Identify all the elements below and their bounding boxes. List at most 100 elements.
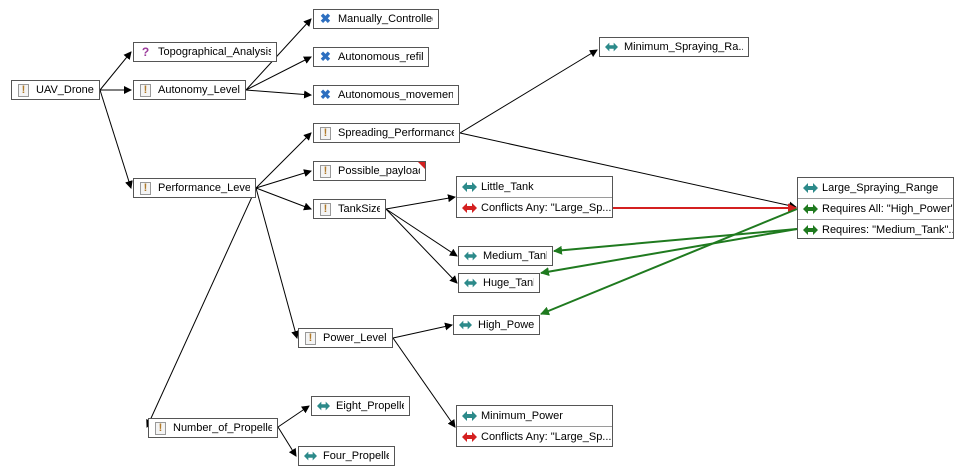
- constraint-label: Conflicts Any: "Large_Sp...: [481, 431, 612, 443]
- feature-label: Huge_Tank: [483, 277, 534, 289]
- x-icon: ✖: [320, 49, 331, 64]
- feature-number-of-propeller[interactable]: ! Number_of_Propeller: [148, 418, 278, 438]
- double-arrow-icon: [462, 181, 477, 194]
- constraint-row[interactable]: Requires: "Medium_Tank"...: [798, 219, 953, 240]
- edge-requires-highpower: [540, 208, 798, 316]
- edge-power-high: [392, 322, 453, 339]
- constraint-row[interactable]: Conflicts Any: "Large_Sp...: [457, 197, 612, 218]
- double-arrow-icon: [605, 41, 618, 54]
- feature-label: Medium_Tank: [483, 250, 547, 262]
- green-arrow-icon: [803, 203, 818, 216]
- feature-uav-drone[interactable]: ! UAV_Drone: [11, 80, 100, 100]
- exclamation-icon: !: [139, 181, 152, 195]
- feature-label: Topographical_Analysis: [158, 46, 271, 58]
- feature-spreading-performance[interactable]: ! Spreading_Performance: [313, 123, 460, 143]
- red-arrow-icon: [462, 202, 477, 215]
- feature-label: Possible_payload: [338, 165, 420, 177]
- feature-title-row[interactable]: Minimum_Power: [457, 406, 612, 426]
- exclamation-icon: !: [304, 331, 317, 345]
- constraint-label: Conflicts Any: "Large_Sp...: [481, 202, 612, 214]
- feature-four-propeller[interactable]: Four_Propeller: [298, 446, 395, 466]
- feature-label: Large_Spraying_Range: [822, 182, 939, 194]
- red-arrow-icon: [462, 431, 477, 444]
- double-arrow-icon: [464, 250, 477, 263]
- feature-label: Four_Propeller: [323, 450, 389, 462]
- double-arrow-icon: [464, 277, 477, 290]
- edge-performance-propeller: [146, 187, 257, 428]
- feature-label: Eight_Propeller: [336, 400, 404, 412]
- feature-label: Spreading_Performance: [338, 127, 454, 139]
- constraint-label: Requires: "Medium_Tank"...: [822, 224, 953, 236]
- edge-autonomy-manual: [245, 18, 312, 91]
- feature-high-power[interactable]: High_Power: [453, 315, 540, 335]
- edge-autonomy-refill: [245, 56, 312, 91]
- feature-title-row[interactable]: Large_Spraying_Range: [798, 178, 953, 198]
- exclamation-icon: !: [154, 421, 167, 435]
- feature-title-row[interactable]: Little_Tank: [457, 177, 612, 197]
- feature-tanksize[interactable]: ! TankSize: [313, 199, 386, 219]
- edge-performance-payload: [255, 169, 312, 189]
- exclamation-icon: !: [319, 164, 332, 178]
- feature-little-tank[interactable]: Little_Tank Conflicts Any: "Large_Sp...: [456, 176, 613, 218]
- double-arrow-icon: [304, 450, 317, 463]
- feature-large-spraying-range[interactable]: Large_Spraying_Range Requires All: "High…: [797, 177, 954, 239]
- feature-label: Autonomous_movement: [338, 89, 453, 101]
- exclamation-icon: !: [139, 83, 152, 97]
- feature-label: Number_of_Propeller: [173, 422, 272, 434]
- feature-label: TankSize: [338, 203, 380, 215]
- feature-label: High_Power: [478, 319, 534, 331]
- edge-power-minimum: [392, 337, 456, 428]
- edge-propeller-eight: [277, 405, 310, 428]
- feature-huge-tank[interactable]: Huge_Tank: [458, 273, 540, 293]
- feature-manually-controlled[interactable]: ✖ Manually_Controlled: [313, 9, 439, 29]
- edge-uav-topographical: [99, 51, 132, 91]
- double-arrow-icon: [803, 182, 818, 195]
- feature-performance-level[interactable]: ! Performance_Level: [133, 178, 256, 198]
- edge-spreading-largerange: [459, 132, 797, 210]
- feature-label: Autonomous_refill: [338, 51, 423, 63]
- feature-label: Performance_Level: [158, 182, 250, 194]
- exclamation-icon: !: [319, 202, 332, 216]
- x-icon: ✖: [320, 87, 331, 102]
- note-corner-marker: [418, 162, 425, 169]
- double-arrow-icon: [459, 319, 472, 332]
- green-arrow-icon: [803, 224, 818, 237]
- edge-uav-performance: [99, 89, 133, 189]
- edge-autonomy-movement: [245, 89, 312, 99]
- feature-topographical-analysis[interactable]: ? Topographical_Analysis: [133, 42, 277, 62]
- feature-possible-payload[interactable]: ! Possible_payload: [313, 161, 426, 181]
- feature-label: Power_Level: [323, 332, 387, 344]
- feature-eight-propeller[interactable]: Eight_Propeller: [311, 396, 410, 416]
- question-icon: ?: [141, 45, 150, 59]
- feature-medium-tank[interactable]: Medium_Tank: [458, 246, 553, 266]
- constraint-row[interactable]: Requires All: "High_Power": [798, 198, 953, 219]
- feature-label: Manually_Controlled: [338, 13, 433, 25]
- double-arrow-icon: [462, 410, 477, 423]
- edge-tank-little: [385, 194, 456, 210]
- double-arrow-icon: [317, 400, 330, 413]
- x-icon: ✖: [320, 11, 331, 26]
- edge-performance-tanksize: [255, 187, 312, 211]
- feature-minimum-power[interactable]: Minimum_Power Conflicts Any: "Large_Sp..…: [456, 405, 613, 447]
- feature-label: Autonomy_Level: [158, 84, 240, 96]
- edge-spreading-minrange: [459, 49, 598, 134]
- exclamation-icon: !: [17, 83, 30, 97]
- feature-autonomous-refill[interactable]: ✖ Autonomous_refill: [313, 47, 429, 67]
- feature-label: Minimum_Power: [481, 410, 563, 422]
- exclamation-icon: !: [319, 126, 332, 140]
- constraint-label: Requires All: "High_Power": [822, 203, 953, 215]
- edge-requires-medium: [553, 228, 798, 255]
- constraint-row[interactable]: Conflicts Any: "Large_Sp...: [457, 426, 612, 447]
- edge-propeller-four: [277, 426, 297, 457]
- edge-performance-spreading: [255, 132, 312, 189]
- feature-minimum-spraying-range[interactable]: Minimum_Spraying_Ra...: [599, 37, 749, 57]
- edge-tank-huge: [385, 208, 458, 284]
- edge-performance-power: [255, 187, 300, 339]
- feature-label: Minimum_Spraying_Ra...: [624, 41, 743, 53]
- edge-requires-huge: [540, 228, 798, 277]
- feature-autonomy-level[interactable]: ! Autonomy_Level: [133, 80, 246, 100]
- edge-tank-medium: [385, 208, 458, 257]
- feature-autonomous-movement[interactable]: ✖ Autonomous_movement: [313, 85, 459, 105]
- feature-power-level[interactable]: ! Power_Level: [298, 328, 393, 348]
